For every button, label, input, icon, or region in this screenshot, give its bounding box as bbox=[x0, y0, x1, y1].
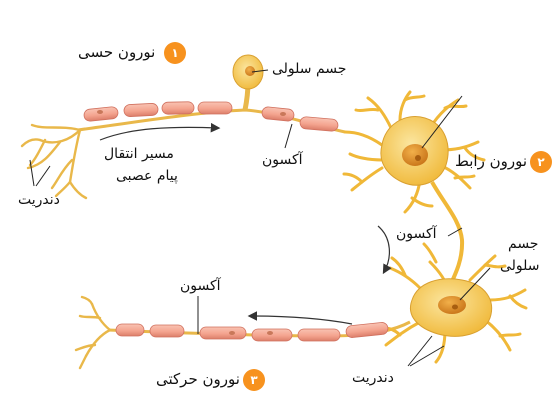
leader-cell-body-top bbox=[251, 69, 269, 73]
neuron-label-motor: نورون حرکتی bbox=[156, 370, 240, 388]
signal-arrow-top bbox=[99, 122, 221, 141]
sensory-nucleus bbox=[245, 66, 255, 76]
label-axon-bottom: آکسون bbox=[180, 278, 221, 294]
motor-neuron bbox=[74, 242, 528, 370]
label-cell-body-right-line2: سلولی bbox=[500, 258, 540, 274]
sensory-neuron bbox=[20, 54, 346, 200]
interneuron-nucleus bbox=[402, 144, 428, 166]
sensory-myelin-sheaths bbox=[83, 101, 339, 132]
label-dendrite-left: دندریت bbox=[18, 192, 60, 208]
motor-dendrites bbox=[382, 242, 528, 364]
label-cell-body-top: جسم سلولی bbox=[272, 61, 347, 77]
leader-dendrite-bottom-2 bbox=[409, 345, 445, 367]
label-axon-top: آکسون bbox=[262, 152, 303, 168]
badge-interneuron: ۲ bbox=[530, 151, 552, 173]
leader-interneuron-body bbox=[421, 95, 463, 149]
label-signal-path-line1: مسیر انتقال bbox=[104, 146, 174, 162]
motor-axon-terminals bbox=[74, 295, 112, 370]
neuron-label-sensory: نورون حسی bbox=[78, 43, 156, 61]
motor-nucleus bbox=[438, 296, 466, 314]
interneuron bbox=[342, 90, 486, 291]
badge-sensory: ۱ bbox=[164, 42, 186, 64]
motor-myelin-sheaths bbox=[115, 322, 389, 342]
leader-dendrite-bottom-1 bbox=[407, 335, 433, 367]
interneuron-axon bbox=[430, 181, 465, 291]
label-axon-middle: آکسون bbox=[396, 226, 437, 242]
neuron-label-interneuron: نورون رابط bbox=[455, 152, 528, 170]
leader-axon-top bbox=[284, 123, 293, 149]
badge-motor: ۳ bbox=[243, 369, 265, 391]
signal-arrow-bottom bbox=[247, 311, 353, 325]
leader-lines bbox=[29, 69, 491, 367]
interneuron-dendrites bbox=[342, 90, 486, 214]
leader-axon-middle bbox=[447, 227, 463, 237]
leader-cell-body-right bbox=[459, 267, 491, 301]
label-signal-path-line2: پیام عصبی bbox=[116, 168, 178, 184]
signal-direction-arrows bbox=[99, 122, 392, 325]
leader-dendrite-left-2 bbox=[35, 165, 51, 187]
label-cell-body-right-line1: جسم bbox=[508, 236, 539, 252]
signal-arrow-middle bbox=[377, 225, 392, 275]
sensory-dendrites bbox=[20, 123, 88, 200]
label-dendrite-bottom: دندریت bbox=[352, 370, 394, 386]
leader-dendrite-left-1 bbox=[29, 159, 35, 187]
